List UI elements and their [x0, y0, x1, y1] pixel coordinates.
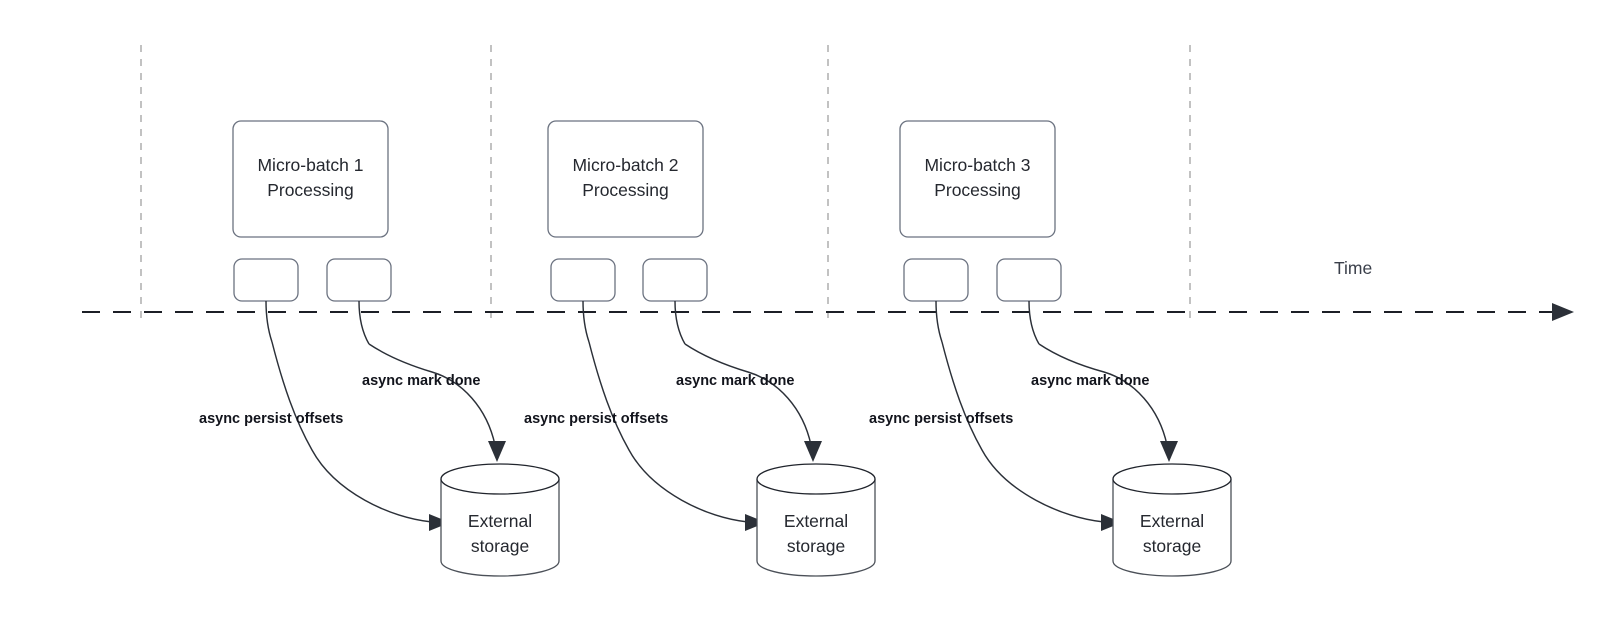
micro-batch-3-label-line1: Micro-batch 3	[924, 155, 1030, 175]
batch-3-mark-done-curve	[1038, 343, 1168, 446]
batch-3-mark-done-task[interactable]	[996, 258, 1062, 302]
batch-2-mark-done-arrowhead	[804, 441, 822, 462]
micro-batch-1-box[interactable]: Micro-batch 1 Processing	[232, 120, 389, 238]
batch-1-persist-offsets-label: async persist offsets	[199, 411, 343, 427]
micro-batch-3-label-line2: Processing	[934, 180, 1021, 200]
batch-1-persist-offsets-task[interactable]	[233, 258, 299, 302]
batch-3-external-storage[interactable]: External storage	[1112, 463, 1232, 577]
batch-1-mark-done-label: async mark done	[362, 373, 480, 389]
batch-3-markdone-stub	[1028, 300, 1040, 345]
batch-1-mark-done-task[interactable]	[326, 258, 392, 302]
micro-batch-1-rect	[232, 120, 389, 238]
batch-1-persist-offsets-curve	[271, 341, 433, 523]
batch-group-1: Micro-batch 1 Processing async persist o…	[199, 120, 560, 577]
batch-2-persist-stub	[582, 300, 590, 343]
batch-1-persist-offsets-arrowhead	[429, 514, 450, 531]
batch-1-mark-done-arrowhead	[488, 441, 506, 462]
batch-3-mark-done-arrowhead	[1160, 441, 1178, 462]
batch-2-persist-offsets-label: async persist offsets	[524, 411, 668, 427]
batch-2-storage-label-line1: External	[784, 511, 848, 531]
micro-batch-1-label-line1: Micro-batch 1	[257, 155, 363, 175]
batch-1-markdone-stub	[358, 300, 370, 345]
time-axis: Time	[82, 258, 1574, 321]
batch-3-storage-label-line2: storage	[1143, 536, 1201, 556]
batch-group-3: Micro-batch 3 Processing async persist o…	[869, 120, 1232, 577]
batch-3-storage-top	[1112, 463, 1232, 495]
batch-2-mark-done-curve	[684, 343, 812, 446]
batch-2-mark-done-task[interactable]	[642, 258, 708, 302]
batch-2-persist-offsets-curve	[588, 341, 749, 523]
micro-batch-3-rect	[899, 120, 1056, 238]
batch-2-storage-label-line2: storage	[787, 536, 845, 556]
divider-group	[140, 45, 1191, 318]
micro-batch-2-label-line1: Micro-batch 2	[572, 155, 678, 175]
batch-3-persist-offsets-label: async persist offsets	[869, 411, 1013, 427]
micro-batch-2-rect	[547, 120, 704, 238]
micro-batch-2-label-line2: Processing	[582, 180, 669, 200]
batch-group-2: Micro-batch 2 Processing async persist o…	[524, 120, 876, 577]
batch-2-external-storage[interactable]: External storage	[756, 463, 876, 577]
batch-2-mark-done-label: async mark done	[676, 373, 794, 389]
batch-2-markdone-stub	[674, 300, 686, 345]
batch-3-persist-offsets-task[interactable]	[903, 258, 969, 302]
batch-1-external-storage[interactable]: External storage	[440, 463, 560, 577]
batch-1-storage-body	[440, 479, 560, 577]
batch-2-storage-body	[756, 479, 876, 577]
batch-2-persist-offsets-task[interactable]	[550, 258, 616, 302]
batch-3-persist-stub	[935, 300, 943, 343]
batch-1-storage-top	[440, 463, 560, 495]
batch-3-storage-body	[1112, 479, 1232, 577]
micro-batch-3-box[interactable]: Micro-batch 3 Processing	[899, 120, 1056, 238]
time-axis-label: Time	[1334, 258, 1372, 278]
batch-2-persist-offsets-arrowhead	[745, 514, 766, 531]
micro-batch-1-label-line2: Processing	[267, 180, 354, 200]
batch-3-storage-label-line1: External	[1140, 511, 1204, 531]
batch-1-mark-done-curve	[368, 343, 496, 446]
batch-3-persist-offsets-arrowhead	[1101, 514, 1122, 531]
batch-1-storage-label-line2: storage	[471, 536, 529, 556]
batch-1-storage-label-line1: External	[468, 511, 532, 531]
time-axis-arrowhead	[1552, 303, 1574, 321]
batch-1-persist-stub	[265, 300, 273, 343]
micro-batch-2-box[interactable]: Micro-batch 2 Processing	[547, 120, 704, 238]
batch-2-storage-top	[756, 463, 876, 495]
batch-3-mark-done-label: async mark done	[1031, 373, 1149, 389]
batch-3-persist-offsets-curve	[941, 341, 1105, 523]
